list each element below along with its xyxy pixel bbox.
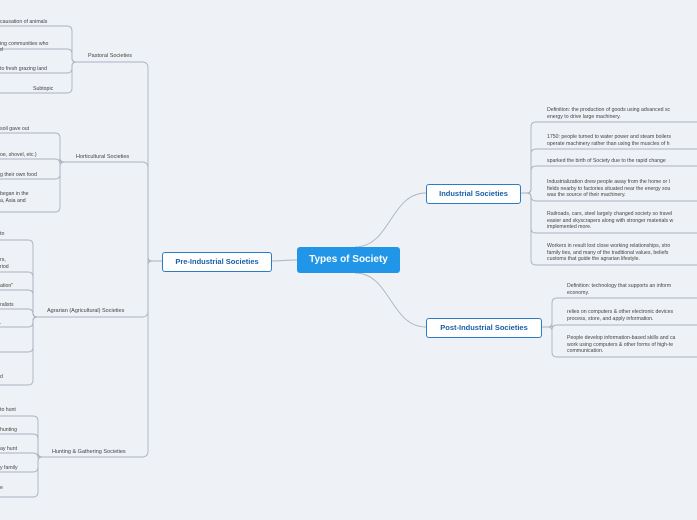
horticultural-leaf-link — [0, 161, 90, 213]
post-industrial-node[interactable]: Post-Industrial Societies — [426, 318, 542, 338]
pastoral-item[interactable]: causation of animals — [0, 19, 48, 25]
agrarian-item[interactable]: d — [0, 374, 3, 380]
agrarian-leaf-link — [0, 316, 63, 328]
root-to-post-link — [354, 272, 427, 328]
agrarian-item[interactable]: ralists — [0, 302, 14, 308]
pre-to-hunting-link — [138, 256, 162, 458]
horticultural-node[interactable]: Horticultural Societies — [76, 154, 130, 160]
hunting-leaf-link — [0, 456, 68, 498]
horticultural-item[interactable]: a, Asia and — [0, 198, 26, 204]
pre-to-pastoral-link — [138, 61, 162, 266]
agrarian-item[interactable]: . — [0, 320, 2, 326]
post-industrial-item[interactable]: Definition: technology that supports an … — [567, 283, 672, 296]
pastoral-leaf-link — [0, 48, 102, 63]
pre-industrial-node[interactable]: Pre-Industrial Societies — [162, 252, 272, 272]
industrial-leaf-link — [519, 121, 545, 194]
industrial-leaf-link — [519, 148, 545, 194]
post-industrial-leaf-link — [540, 322, 565, 331]
hunting-item[interactable]: e — [0, 485, 3, 491]
agrarian-item[interactable]: to — [0, 231, 5, 237]
pre-to-horticultural-link — [138, 161, 162, 266]
industrial-node[interactable]: Industrial Societies — [426, 184, 521, 204]
hunting-item[interactable]: to hunt — [0, 407, 16, 413]
agrarian-leaf-link — [0, 316, 63, 353]
industrial-leaf-link — [519, 192, 545, 266]
pastoral-node[interactable]: Pastoral Societies — [88, 53, 133, 59]
industrial-item[interactable]: 1750: people turned to water power and s… — [547, 134, 672, 147]
post-industrial-item[interactable]: relies on computers & other electronic d… — [567, 309, 674, 322]
agrarian-item[interactable]: ation" — [0, 283, 14, 289]
agrarian-item[interactable]: rs, — [0, 257, 6, 263]
pastoral-item[interactable]: to fresh grazing land — [0, 66, 48, 72]
horticultural-item[interactable]: began in the — [0, 191, 29, 197]
root-to-industrial-link — [354, 192, 427, 248]
pastoral-leaf-link — [0, 61, 102, 94]
post-industrial-leaf-link — [540, 326, 565, 358]
horticultural-item[interactable]: oe, shovel, etc.) — [0, 152, 37, 158]
industrial-item[interactable]: Industrialization drew people away from … — [547, 179, 671, 199]
pastoral-item[interactable]: ing communities who — [0, 41, 49, 47]
pastoral-item[interactable]: d — [0, 47, 3, 53]
pre-to-agrarian-link — [138, 256, 162, 318]
industrial-leaf-link — [519, 165, 545, 194]
industrial-item[interactable]: sparked the birth of Society due to the … — [547, 158, 666, 164]
industrial-item[interactable]: Workers in result lost close working rel… — [547, 243, 671, 263]
pastoral-item[interactable]: Subtopic — [33, 86, 54, 92]
post-industrial-item[interactable]: People develop information-based skills … — [567, 335, 676, 355]
post-industrial-leaf-link — [540, 297, 565, 328]
industrial-item[interactable]: Definition: the production of goods usin… — [547, 107, 671, 120]
horticultural-item[interactable]: g their own food — [0, 172, 37, 178]
horticultural-item[interactable]: soil gave out — [0, 126, 30, 132]
agrarian-leaf-link — [0, 316, 63, 386]
industrial-leaf-link — [519, 192, 545, 202]
hunting-item[interactable]: y family — [0, 465, 18, 471]
industrial-item[interactable]: Railroads, cars, steel largely changed s… — [547, 211, 674, 231]
agrarian-item[interactable]: riod — [0, 264, 9, 270]
root-to-pre-link — [269, 259, 298, 262]
hunting-item[interactable]: hunting — [0, 427, 18, 433]
hunting-node[interactable]: Hunting & Gathering Societies — [52, 449, 126, 455]
hunting-item[interactable]: ay hunt — [0, 446, 18, 452]
root-node[interactable]: Types of Society — [297, 247, 400, 273]
agrarian-node[interactable]: Agrarian (Agricultural) Societies — [47, 308, 125, 314]
